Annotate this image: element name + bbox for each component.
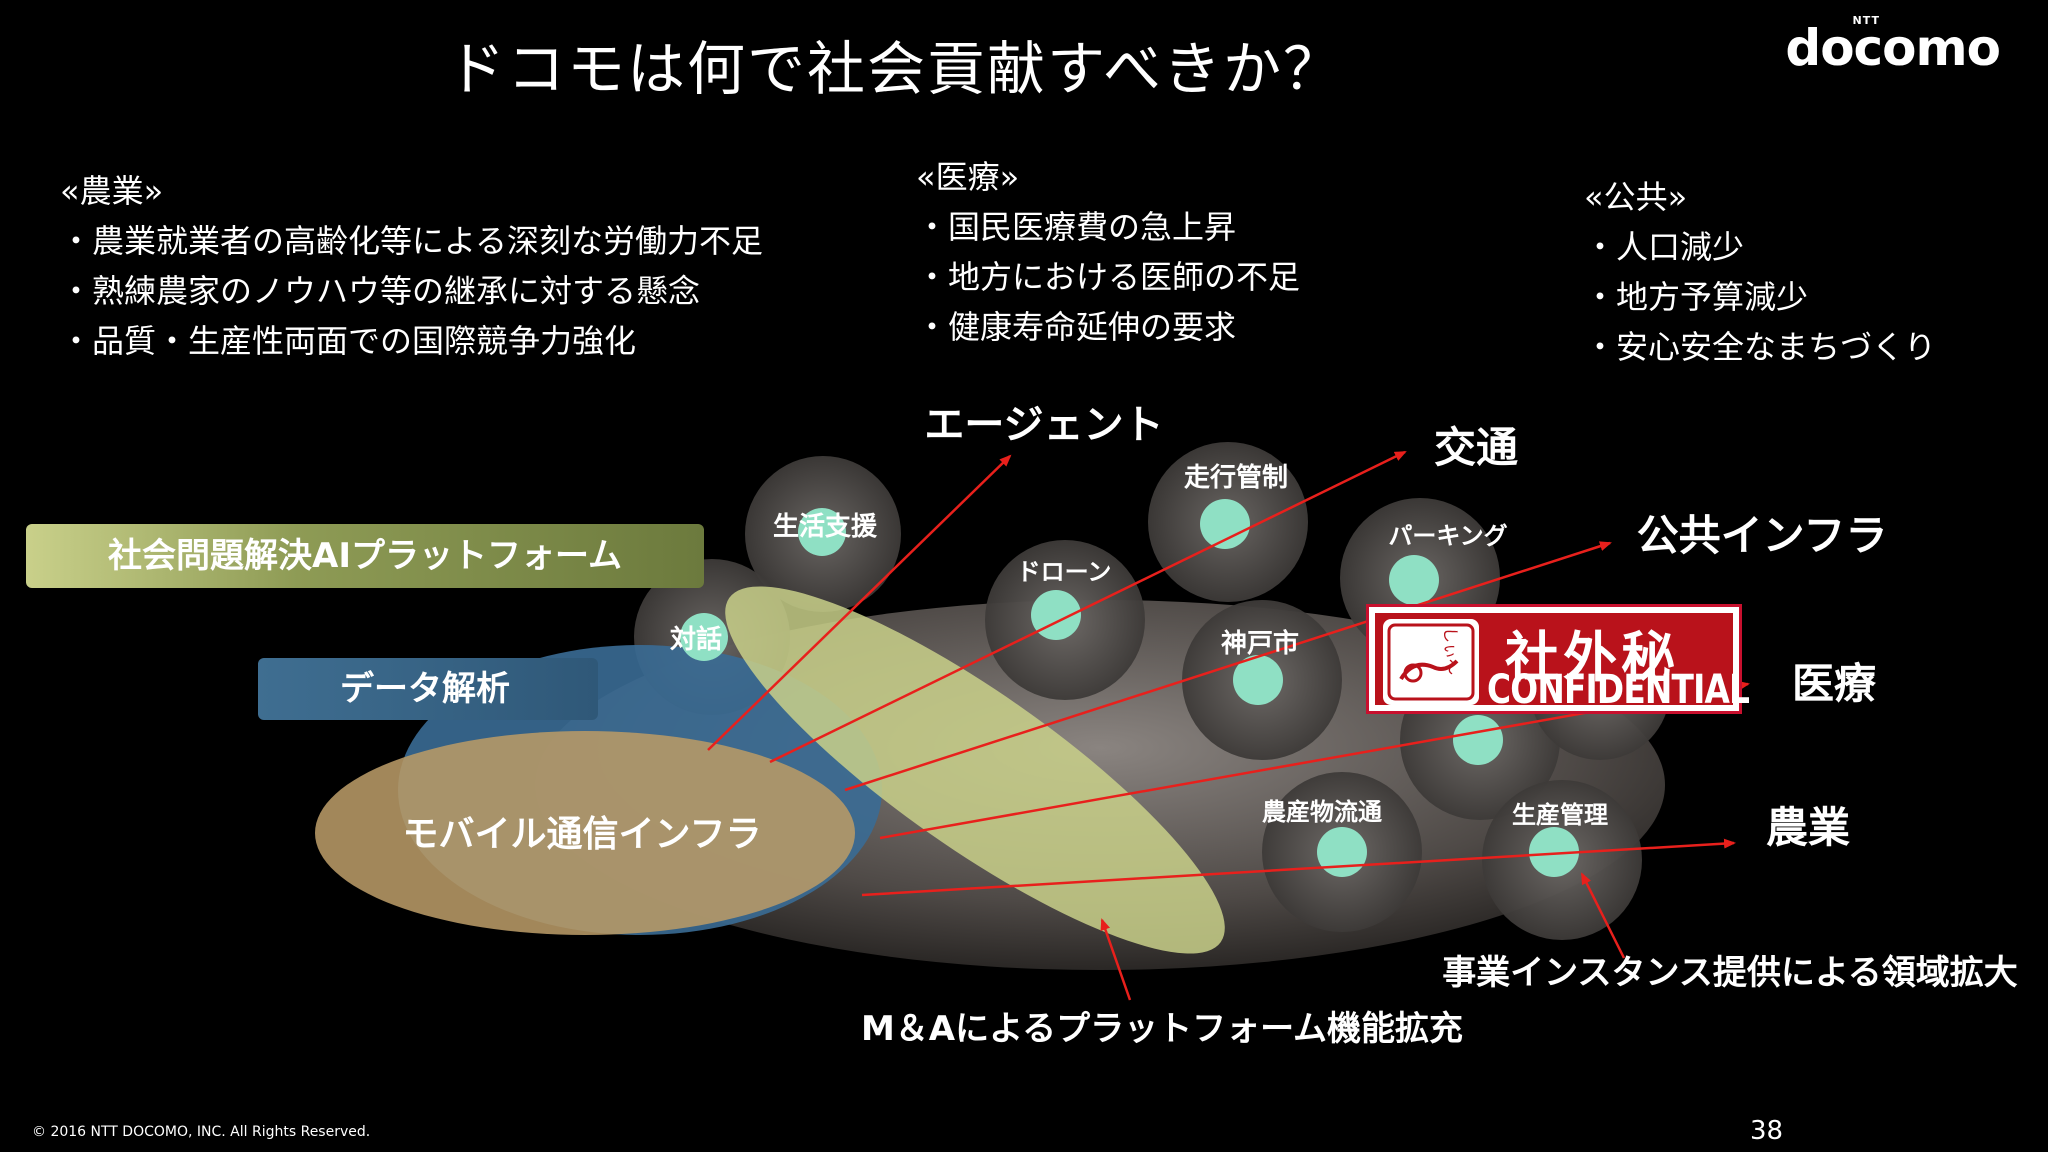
mobile-infra-ellipse (315, 731, 855, 935)
confidential-stamp: しぃ〜 社外秘 CONFIDENTIAL (1366, 604, 1750, 714)
agriculture-issues: «農業» 農業就業者の高齢化等による深刻な労働力不足 熟練農家のノウハウ等の継承… (60, 166, 763, 366)
stamp-kanji: 社外秘 (1505, 625, 1679, 689)
copyright: © 2016 NTT DOCOMO, INC. All Rights Reser… (32, 1124, 371, 1140)
medical-issue-item: 国民医療費の急上昇 (916, 202, 1300, 252)
medical-issues: «医療» 国民医療費の急上昇 地方における医師の不足 健康寿命延伸の要求 (916, 152, 1300, 352)
target-public-infra: 公共インフラ (1637, 511, 1888, 560)
mobile-infra-label: モバイル通信インフラ (403, 814, 762, 855)
medical-issue-item: 地方における医師の不足 (916, 252, 1300, 302)
caption-instances: 事業インスタンス提供による領域拡大 (1442, 953, 2018, 993)
node-label-production: 生産管理 (1512, 801, 1608, 829)
target-agriculture: 農業 (1766, 803, 1850, 852)
agriculture-issue-item: 熟練農家のノウハウ等の継承に対する懸念 (60, 266, 763, 316)
node-remote (1453, 715, 1503, 765)
nodes (680, 499, 1579, 877)
arrow-ma-caption (1100, 918, 1132, 1001)
node-production (1529, 827, 1579, 877)
node-parking (1389, 555, 1439, 605)
node-life-support (798, 508, 846, 556)
ai-platform-ellipse (725, 586, 1225, 954)
node-traffic-control (1200, 499, 1250, 549)
arrow-agent (707, 454, 1012, 751)
stamp-seal-text: しぃ〜 (1441, 627, 1460, 675)
agriculture-issue-item: 農業就業者の高齢化等による深刻な労働力不足 (60, 216, 763, 266)
public-issues: «公共» 人口減少 地方予算減少 安心安全なまちづくり (1584, 172, 1936, 372)
node-label-life-support: 生活支援 (773, 512, 878, 542)
medical-heading: «医療» (916, 158, 1020, 196)
target-agent: エージェント (924, 402, 1163, 448)
node-label-parking: パーキング (1388, 522, 1507, 550)
public-issue-item: 地方予算減少 (1584, 272, 1936, 322)
arrow-traffic (769, 450, 1407, 764)
target-medical: 医療 (1792, 659, 1876, 708)
node-distribution (1317, 827, 1367, 877)
node-label-distribution: 農産物流通 (1262, 798, 1382, 826)
arrow-public-infra (844, 541, 1612, 792)
public-issue-item: 人口減少 (1584, 222, 1936, 272)
docomo-logo: NTT docomo (1785, 14, 2001, 77)
public-heading: «公共» (1584, 178, 1688, 216)
stamp-seal-icon: しぃ〜 (1383, 619, 1479, 705)
ai-platform-bar: 社会問題解決AIプラットフォーム (26, 524, 704, 588)
data-analytics-bar: データ解析 (258, 658, 598, 720)
node-label-traffic-control: 走行管制 (1184, 462, 1288, 493)
ntt-logo-text: NTT (1852, 14, 1880, 27)
target-traffic: 交通 (1434, 423, 1518, 472)
stamp-background: しぃ〜 社外秘 CONFIDENTIAL (1375, 613, 1750, 713)
arrow-agriculture (861, 838, 1736, 897)
page-number: 38 (1750, 1116, 1784, 1146)
agriculture-heading: «農業» (60, 172, 164, 210)
stamp-english: CONFIDENTIAL (1487, 667, 1750, 713)
arrows (707, 450, 1750, 1001)
arrow-instances-caption (1580, 872, 1626, 959)
node-label-kobe: 神戸市 (1221, 628, 1299, 659)
public-issue-item: 安心安全なまちづくり (1584, 322, 1936, 372)
node-kobe (1233, 655, 1283, 705)
slide-title: ドコモは何で社会貢献すべきか？ (447, 35, 1343, 103)
caption-ma: M＆Aによるプラットフォーム機能拡充 (861, 1009, 1463, 1049)
node-label-drone: ドローン (1017, 558, 1112, 586)
node-label-dialogue: 対話 (670, 624, 722, 655)
medical-issue-item: 健康寿命延伸の要求 (916, 302, 1300, 352)
docomo-logo-text: docomo (1785, 19, 2001, 77)
agriculture-issue-item: 品質・生産性両面での国際競争力強化 (60, 316, 763, 366)
node-dialogue (680, 613, 728, 661)
